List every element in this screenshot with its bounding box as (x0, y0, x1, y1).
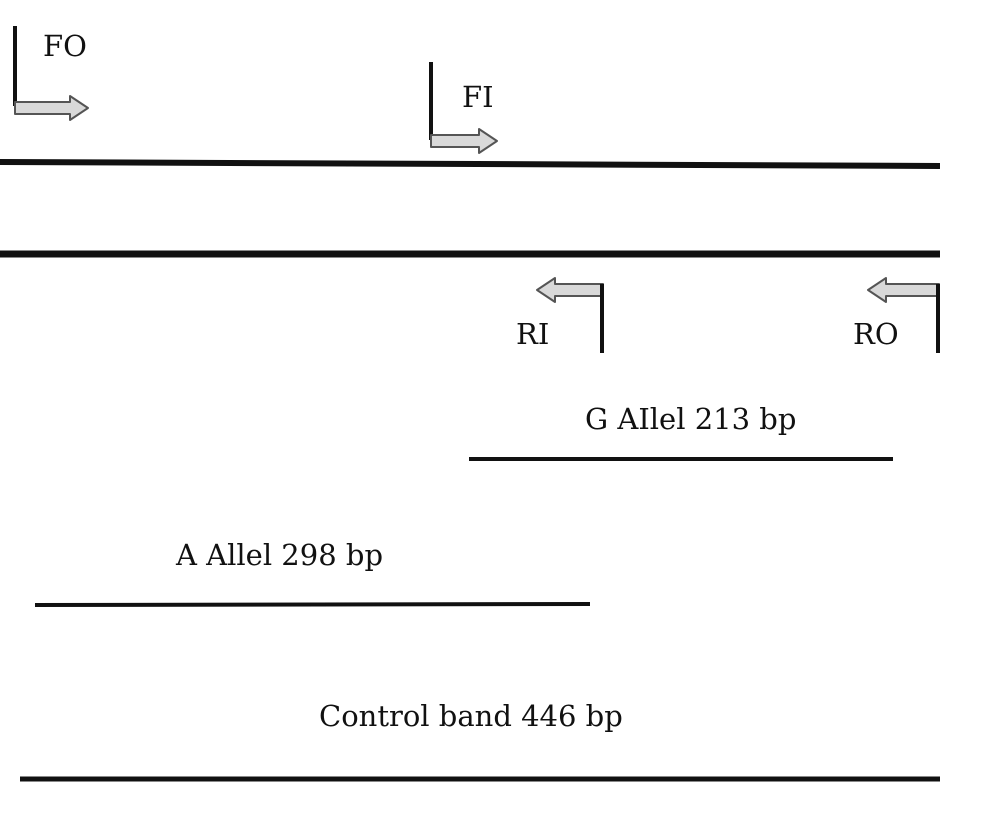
g-allele-label: G AIlel 213 bp (585, 402, 796, 436)
a-allele-band: A Allel 298 bp (34, 538, 591, 607)
control-band-label: Control band 446 bp (319, 699, 623, 733)
fi-primer: FI (429, 62, 498, 154)
fi-arrow-icon (430, 128, 498, 154)
ro-arrow-icon (867, 277, 940, 303)
ro-primer: RO (853, 277, 940, 353)
fo-primer: FO (13, 26, 89, 121)
g-allele-band: G AIlel 213 bp (469, 402, 893, 461)
a-allele-label: A Allel 298 bp (175, 538, 383, 572)
fo-arrow-icon (14, 95, 89, 121)
ro-label: RO (853, 317, 899, 351)
a-allele-line (34, 602, 591, 607)
ri-arrow-icon (536, 277, 604, 303)
top-dna-strand (0, 159, 941, 169)
fo-label: FO (43, 29, 87, 63)
ri-label: RI (516, 317, 549, 351)
control-band: Control band 446 bp (20, 699, 940, 782)
ri-primer: RI (516, 277, 604, 353)
fi-label: FI (462, 80, 494, 114)
